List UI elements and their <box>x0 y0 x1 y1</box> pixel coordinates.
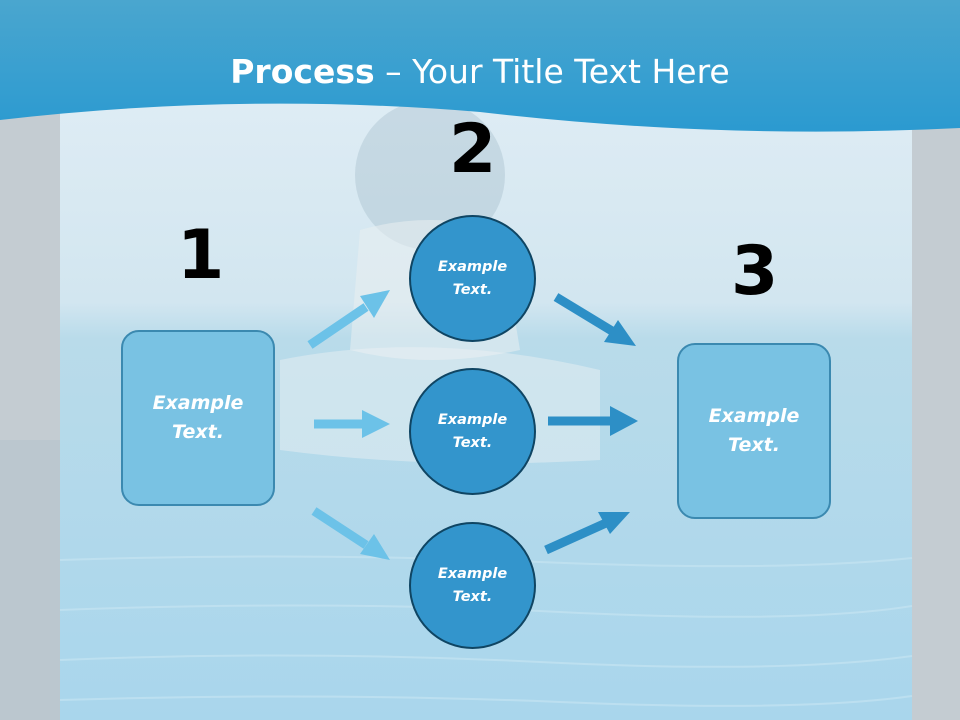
step-2-number: 2 <box>449 110 497 189</box>
step-2-circle-middle: Example Text. <box>409 368 536 495</box>
title-bold: Process <box>230 52 375 91</box>
step-1-text: Example Text. <box>152 392 244 443</box>
step-2-circle-top: Example Text. <box>409 215 536 342</box>
step-2-top-text: Example Text. <box>437 258 508 298</box>
step-3-text: Example Text. <box>708 405 800 456</box>
step-2-middle-text: Example Text. <box>437 411 508 451</box>
step-2-circle-bottom: Example Text. <box>409 522 536 649</box>
step-1-box: Example Text. <box>121 330 275 506</box>
title-rest: – Your Title Text Here <box>374 52 730 91</box>
step-2-bottom-text: Example Text. <box>437 565 508 605</box>
step-3-number: 3 <box>731 232 779 311</box>
step-3-box: Example Text. <box>677 343 831 519</box>
step-1-number: 1 <box>177 216 225 295</box>
slide-title: Process – Your Title Text Here <box>0 52 960 91</box>
